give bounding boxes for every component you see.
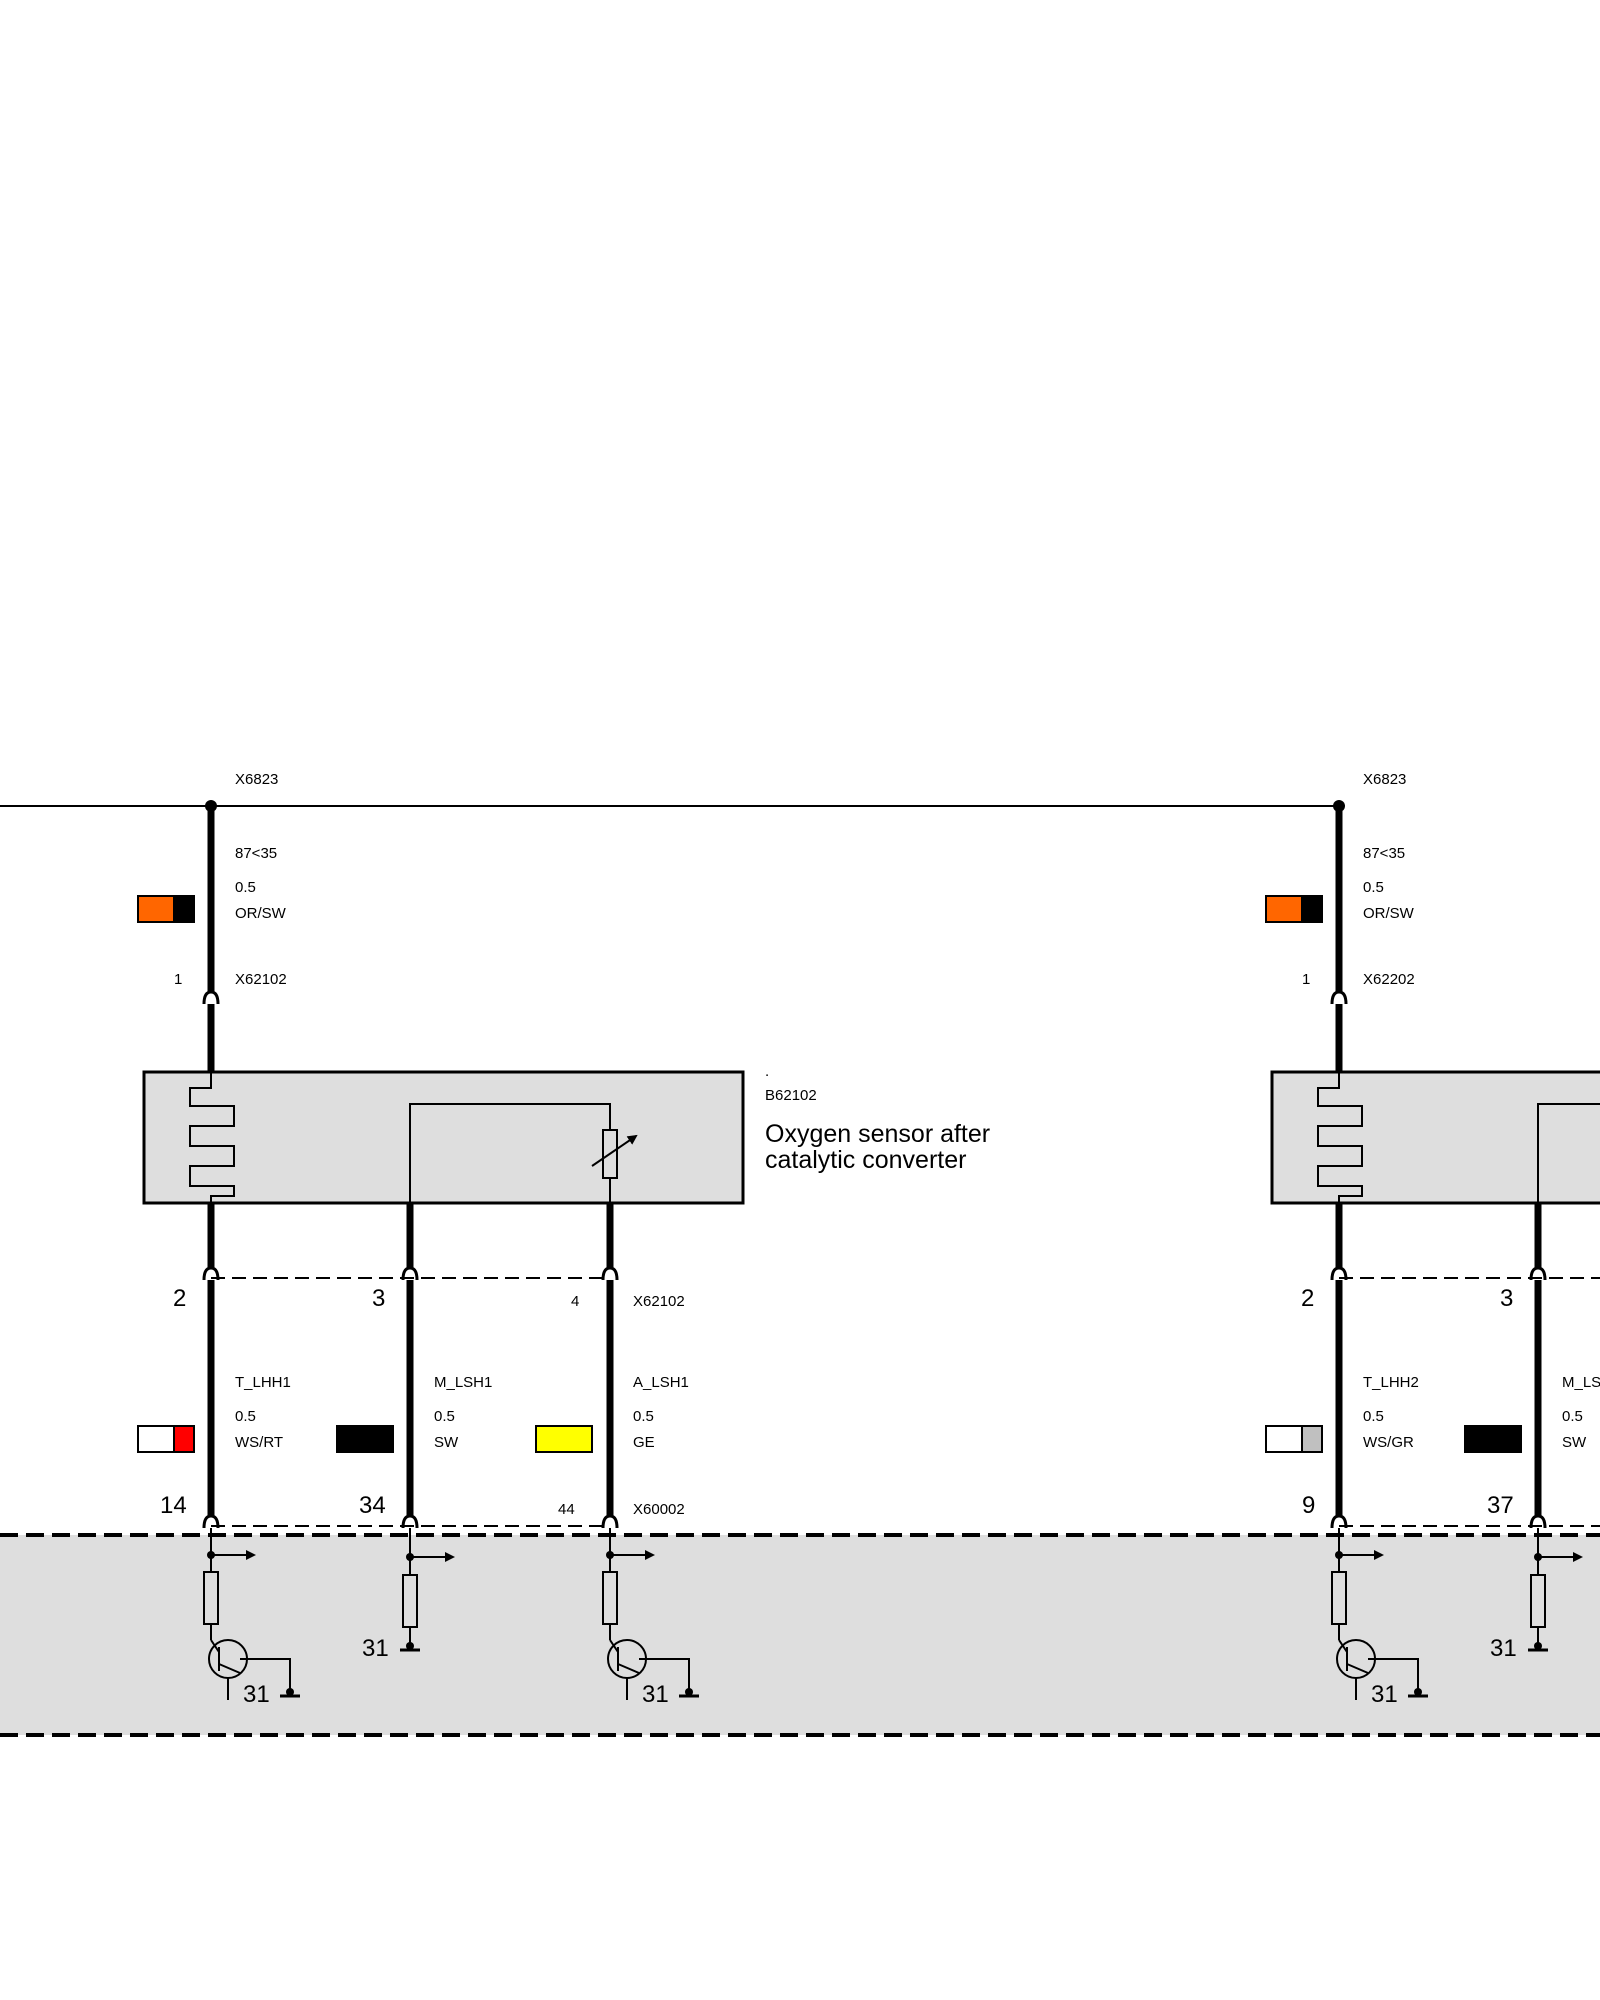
supply-wire-color: OR/SW	[1363, 905, 1415, 922]
wire-color-swatch-black	[173, 895, 195, 923]
sensor-pin-3: 3	[372, 1285, 385, 1312]
wire-t-lhh2: 2 T_LHH2 0.5 WS/GR 9 31	[1265, 1203, 1428, 1708]
ground-label: 31	[1371, 1681, 1398, 1708]
wire-color-swatch-black	[1464, 1425, 1522, 1453]
supply-wire-gauge: 0.5	[235, 879, 256, 896]
top-pin-label: 1	[174, 971, 182, 988]
supply-wire-color: OR/SW	[235, 905, 287, 922]
wire-color-swatch-yellow	[535, 1425, 593, 1453]
supply-wire-signal: 87<35	[1363, 845, 1405, 862]
wire-t-lhh1: 2 T_LHH1 0.5 WS/RT 14 31	[137, 1203, 300, 1708]
wire-gauge-label: 0.5	[633, 1408, 654, 1425]
sensor-internal-wire	[409, 1103, 611, 1203]
right-sensor-circuit: X6823 87<35 0.5 OR/SW 1 X62202 2 T_LHH2 …	[1265, 771, 1600, 1708]
sensor-internal-wire	[1537, 1103, 1600, 1203]
ecu-resistor-icon	[1331, 1571, 1347, 1625]
sensor-pin-2: 2	[1301, 1285, 1314, 1312]
ecu-resistor-icon	[1530, 1574, 1546, 1628]
wire-signal-label: A_LSH1	[633, 1374, 689, 1391]
sensor-pin-2: 2	[173, 1285, 186, 1312]
wire-signal-label: T_LHH1	[235, 1374, 291, 1391]
ground-icon	[1534, 1642, 1542, 1650]
wire-color-swatch-grey	[1301, 1425, 1323, 1453]
wire-signal-label: M_LS	[1562, 1374, 1600, 1391]
wire-signal-label: M_LSH1	[434, 1374, 492, 1391]
ecu-pin-37: 37	[1487, 1492, 1514, 1519]
sensor-dot: .	[765, 1063, 769, 1080]
wire-color-swatch-orange	[1265, 895, 1303, 923]
oxygen-sensor-box	[142, 1070, 745, 1205]
wire-color-label: WS/GR	[1363, 1434, 1414, 1451]
heater-element-icon	[1317, 1072, 1363, 1203]
ground-label: 31	[243, 1681, 270, 1708]
ground-icon	[1414, 1688, 1422, 1696]
supply-wire-gauge: 0.5	[1363, 879, 1384, 896]
wire-color-label: WS/RT	[235, 1434, 283, 1451]
top-pin-label: 1	[1302, 971, 1310, 988]
ground-label: 31	[362, 1635, 389, 1662]
wire-gauge-label: 0.5	[235, 1408, 256, 1425]
ground-icon	[406, 1642, 414, 1650]
ground-label: 31	[1490, 1635, 1517, 1662]
wire-color-label: SW	[434, 1434, 459, 1451]
junction-label: X6823	[235, 771, 278, 788]
sensor-name-line2: catalytic converter	[765, 1146, 966, 1174]
wire-color-swatch-black	[336, 1425, 394, 1453]
wire-color-label: GE	[633, 1434, 655, 1451]
ecu-pin-34: 34	[359, 1492, 386, 1519]
wire-color-swatch-white	[137, 1425, 175, 1453]
ecu-pin-14: 14	[160, 1492, 187, 1519]
wire-color-label: SW	[1562, 1434, 1587, 1451]
ecu-resistor-icon	[402, 1574, 418, 1628]
oxygen-sensor-box	[1270, 1070, 1600, 1205]
wire-signal-label: T_LHH2	[1363, 1374, 1419, 1391]
heater-element-icon	[189, 1072, 235, 1203]
ecu-resistor-icon	[602, 1571, 618, 1625]
bottom-connector-label: X62102	[633, 1293, 685, 1310]
supply-wire-signal: 87<35	[235, 845, 277, 862]
ecu-region	[0, 1535, 1600, 1735]
wire-gauge-label: 0.5	[1562, 1408, 1583, 1425]
wire-a-lsh1: 4 A_LSH1 0.5 GE 44 31	[535, 1203, 699, 1708]
wire-color-swatch-white	[1265, 1425, 1303, 1453]
ecu-pin-9: 9	[1302, 1492, 1315, 1519]
sensor-pin-4: 4	[571, 1293, 579, 1310]
wire-color-swatch-black	[1301, 895, 1323, 923]
wire-gauge-label: 0.5	[1363, 1408, 1384, 1425]
wire-color-swatch-orange	[137, 895, 175, 923]
left-sensor-circuit: X6823 87<35 0.5 OR/SW 1 X62102 . B62102 …	[137, 771, 990, 1708]
ecu-pin-44: 44	[558, 1501, 575, 1518]
wire-m-ls: 3 M_LS 0.5 SW 37 31	[1464, 1203, 1600, 1662]
ecu-connector-label: X60002	[633, 1501, 685, 1518]
wire-color-swatch-red	[173, 1425, 195, 1453]
connector-symbol	[1330, 990, 1348, 1005]
top-connector-label: X62202	[1363, 971, 1415, 988]
ground-icon	[685, 1688, 693, 1696]
ground-icon	[286, 1688, 294, 1696]
sensor-pin-3: 3	[1500, 1285, 1513, 1312]
wire-gauge-label: 0.5	[434, 1408, 455, 1425]
variable-resistor-arrow	[591, 1134, 638, 1167]
top-connector-label: X62102	[235, 971, 287, 988]
ground-label: 31	[642, 1681, 669, 1708]
sensor-id: B62102	[765, 1087, 817, 1104]
ecu-resistor-icon	[203, 1571, 219, 1625]
sensor-name-line1: Oxygen sensor after	[765, 1120, 990, 1148]
connector-symbol	[202, 990, 220, 1005]
wire-m-lsh1: 3 M_LSH1 0.5 SW 34 31	[336, 1203, 492, 1662]
junction-label: X6823	[1363, 771, 1406, 788]
